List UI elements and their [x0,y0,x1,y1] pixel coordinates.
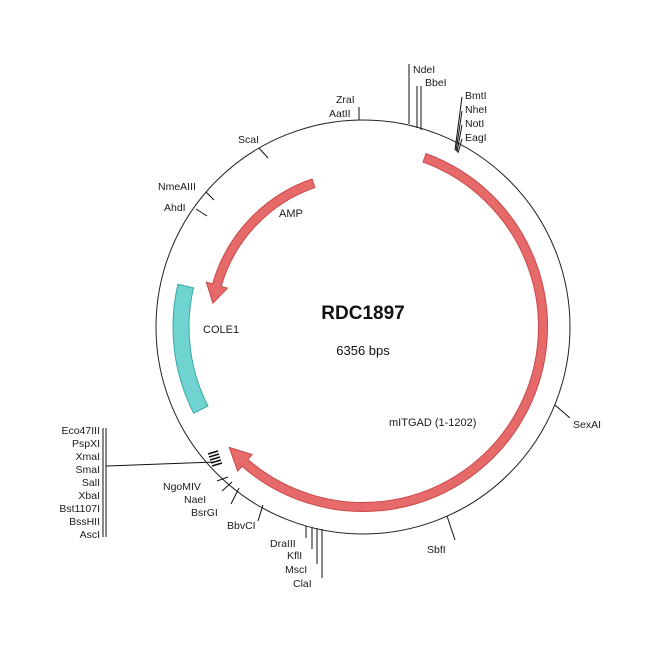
site-label-smai[interactable]: SmaI [75,464,100,476]
site-label-xbai[interactable]: XbaI [78,490,100,502]
site-label-xmai[interactable]: XmaI [75,451,100,463]
site-label-bmti[interactable]: BmtI [465,90,487,102]
mitgad-feature-label: mITGAD (1-1202) [389,417,476,429]
site-label-bbvci[interactable]: BbvCI [227,520,256,532]
site-label-zrai[interactable]: ZraI [336,94,355,106]
site-label-sali[interactable]: SalI [82,477,100,489]
site-label-naei[interactable]: NaeI [184,494,206,506]
site-label-sexai[interactable]: SexAI [573,419,601,431]
site-label-clai[interactable]: ClaI [293,578,312,590]
site-label-nhei[interactable]: NheI [465,104,487,116]
mitgad-feature-arrow[interactable] [228,152,548,512]
plasmid-size: 6356 bps [336,343,390,358]
site-label-scai[interactable]: ScaI [238,134,259,146]
site-label-bbei[interactable]: BbeI [425,77,447,89]
amp-feature-arrow[interactable] [205,178,316,305]
site-label-nmeaiii[interactable]: NmeAIII [158,181,196,193]
site-label-aatii[interactable]: AatII [329,108,351,120]
site-label-noti[interactable]: NotI [465,118,484,130]
site-label-kfli[interactable]: KflI [287,550,302,562]
cluster-site-marker [207,450,223,467]
site-label-pspxi[interactable]: PspXI [72,438,100,450]
site-label-ahdi[interactable]: AhdI [164,202,186,214]
cole1-feature-label: COLE1 [203,324,239,336]
plasmid-name: RDC1897 [321,303,404,324]
site-label-bsshii[interactable]: BssHII [69,516,100,528]
site-label-eagi[interactable]: EagI [465,132,487,144]
site-label-eco47iii[interactable]: Eco47III [61,425,100,437]
site-label-asci[interactable]: AscI [80,529,100,541]
cole1-origin-block[interactable] [172,283,209,414]
site-label-sbfi[interactable]: SbfI [427,544,446,556]
site-label-bst1107i[interactable]: Bst1107I [59,503,100,515]
site-label-draiii[interactable]: DraIII [270,538,296,550]
site-label-ngomiv[interactable]: NgoMIV [163,481,201,493]
site-label-msci[interactable]: MscI [285,564,307,576]
site-label-bsrgi[interactable]: BsrGI [191,507,218,519]
plasmid-backbone [155,119,571,535]
amp-feature-label: AMP [279,208,303,220]
site-label-ndei[interactable]: NdeI [413,64,435,76]
restriction-site-lines [102,64,571,578]
